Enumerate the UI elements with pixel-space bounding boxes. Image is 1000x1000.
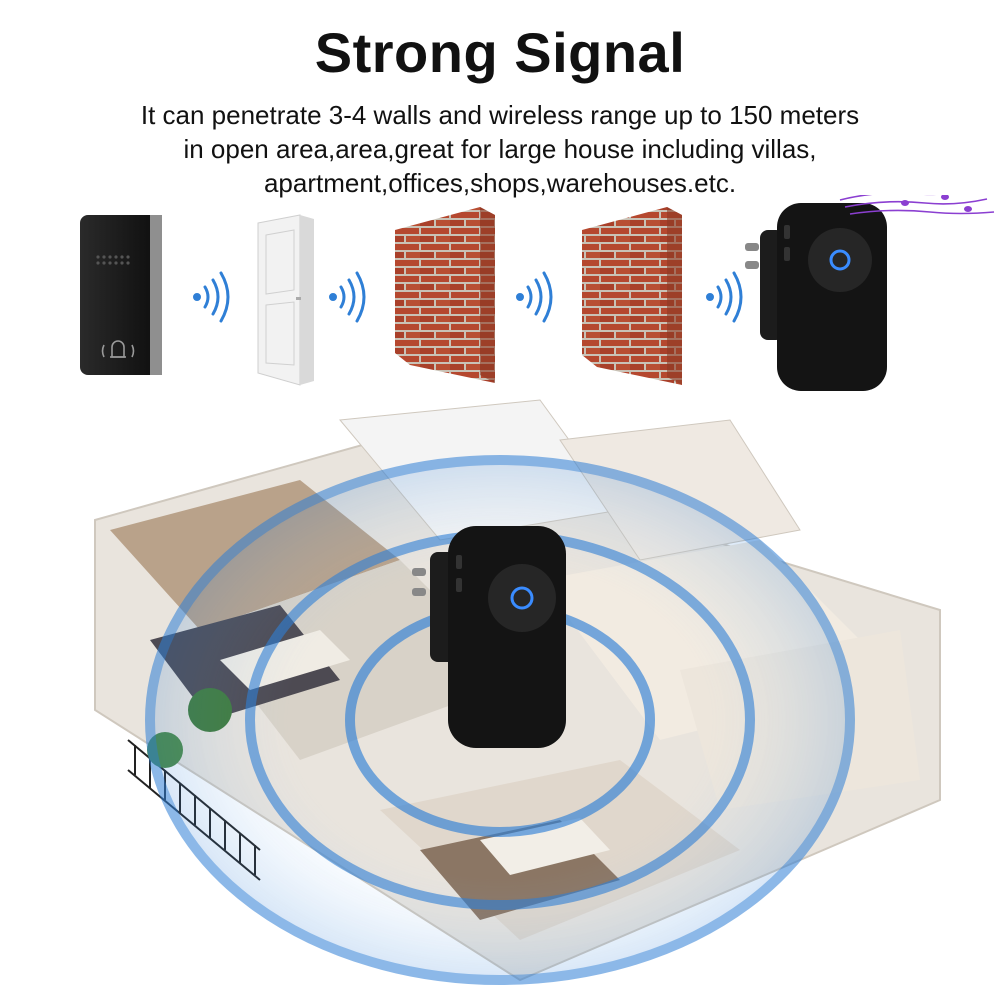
page-title: Strong Signal [314,21,686,84]
wifi-signal-icon [193,271,230,323]
door-obstacle [257,214,314,386]
description-line-3: apartment,offices,shops,warehouses.etc. [263,168,737,198]
description-line-2: in open area,area,great for large house … [183,134,817,164]
plug-in-receiver [745,203,887,391]
doorbell-transmitter [80,215,162,375]
wifi-signal-icon [329,271,366,323]
bell-icon [101,340,135,358]
obstacle-strip [80,195,995,391]
brick-wall-obstacle [395,207,495,383]
description: It can penetrate 3-4 walls and wireless … [50,98,950,200]
music-notes-icon [839,195,995,215]
wifi-signal-icon [706,271,743,323]
wifi-signal-icon [516,271,553,323]
description-line-1: It can penetrate 3-4 walls and wireless … [140,100,860,130]
brick-wall-obstacle [582,207,682,385]
house-floorplan [94,399,941,985]
plug-in-receiver-center [412,526,566,748]
